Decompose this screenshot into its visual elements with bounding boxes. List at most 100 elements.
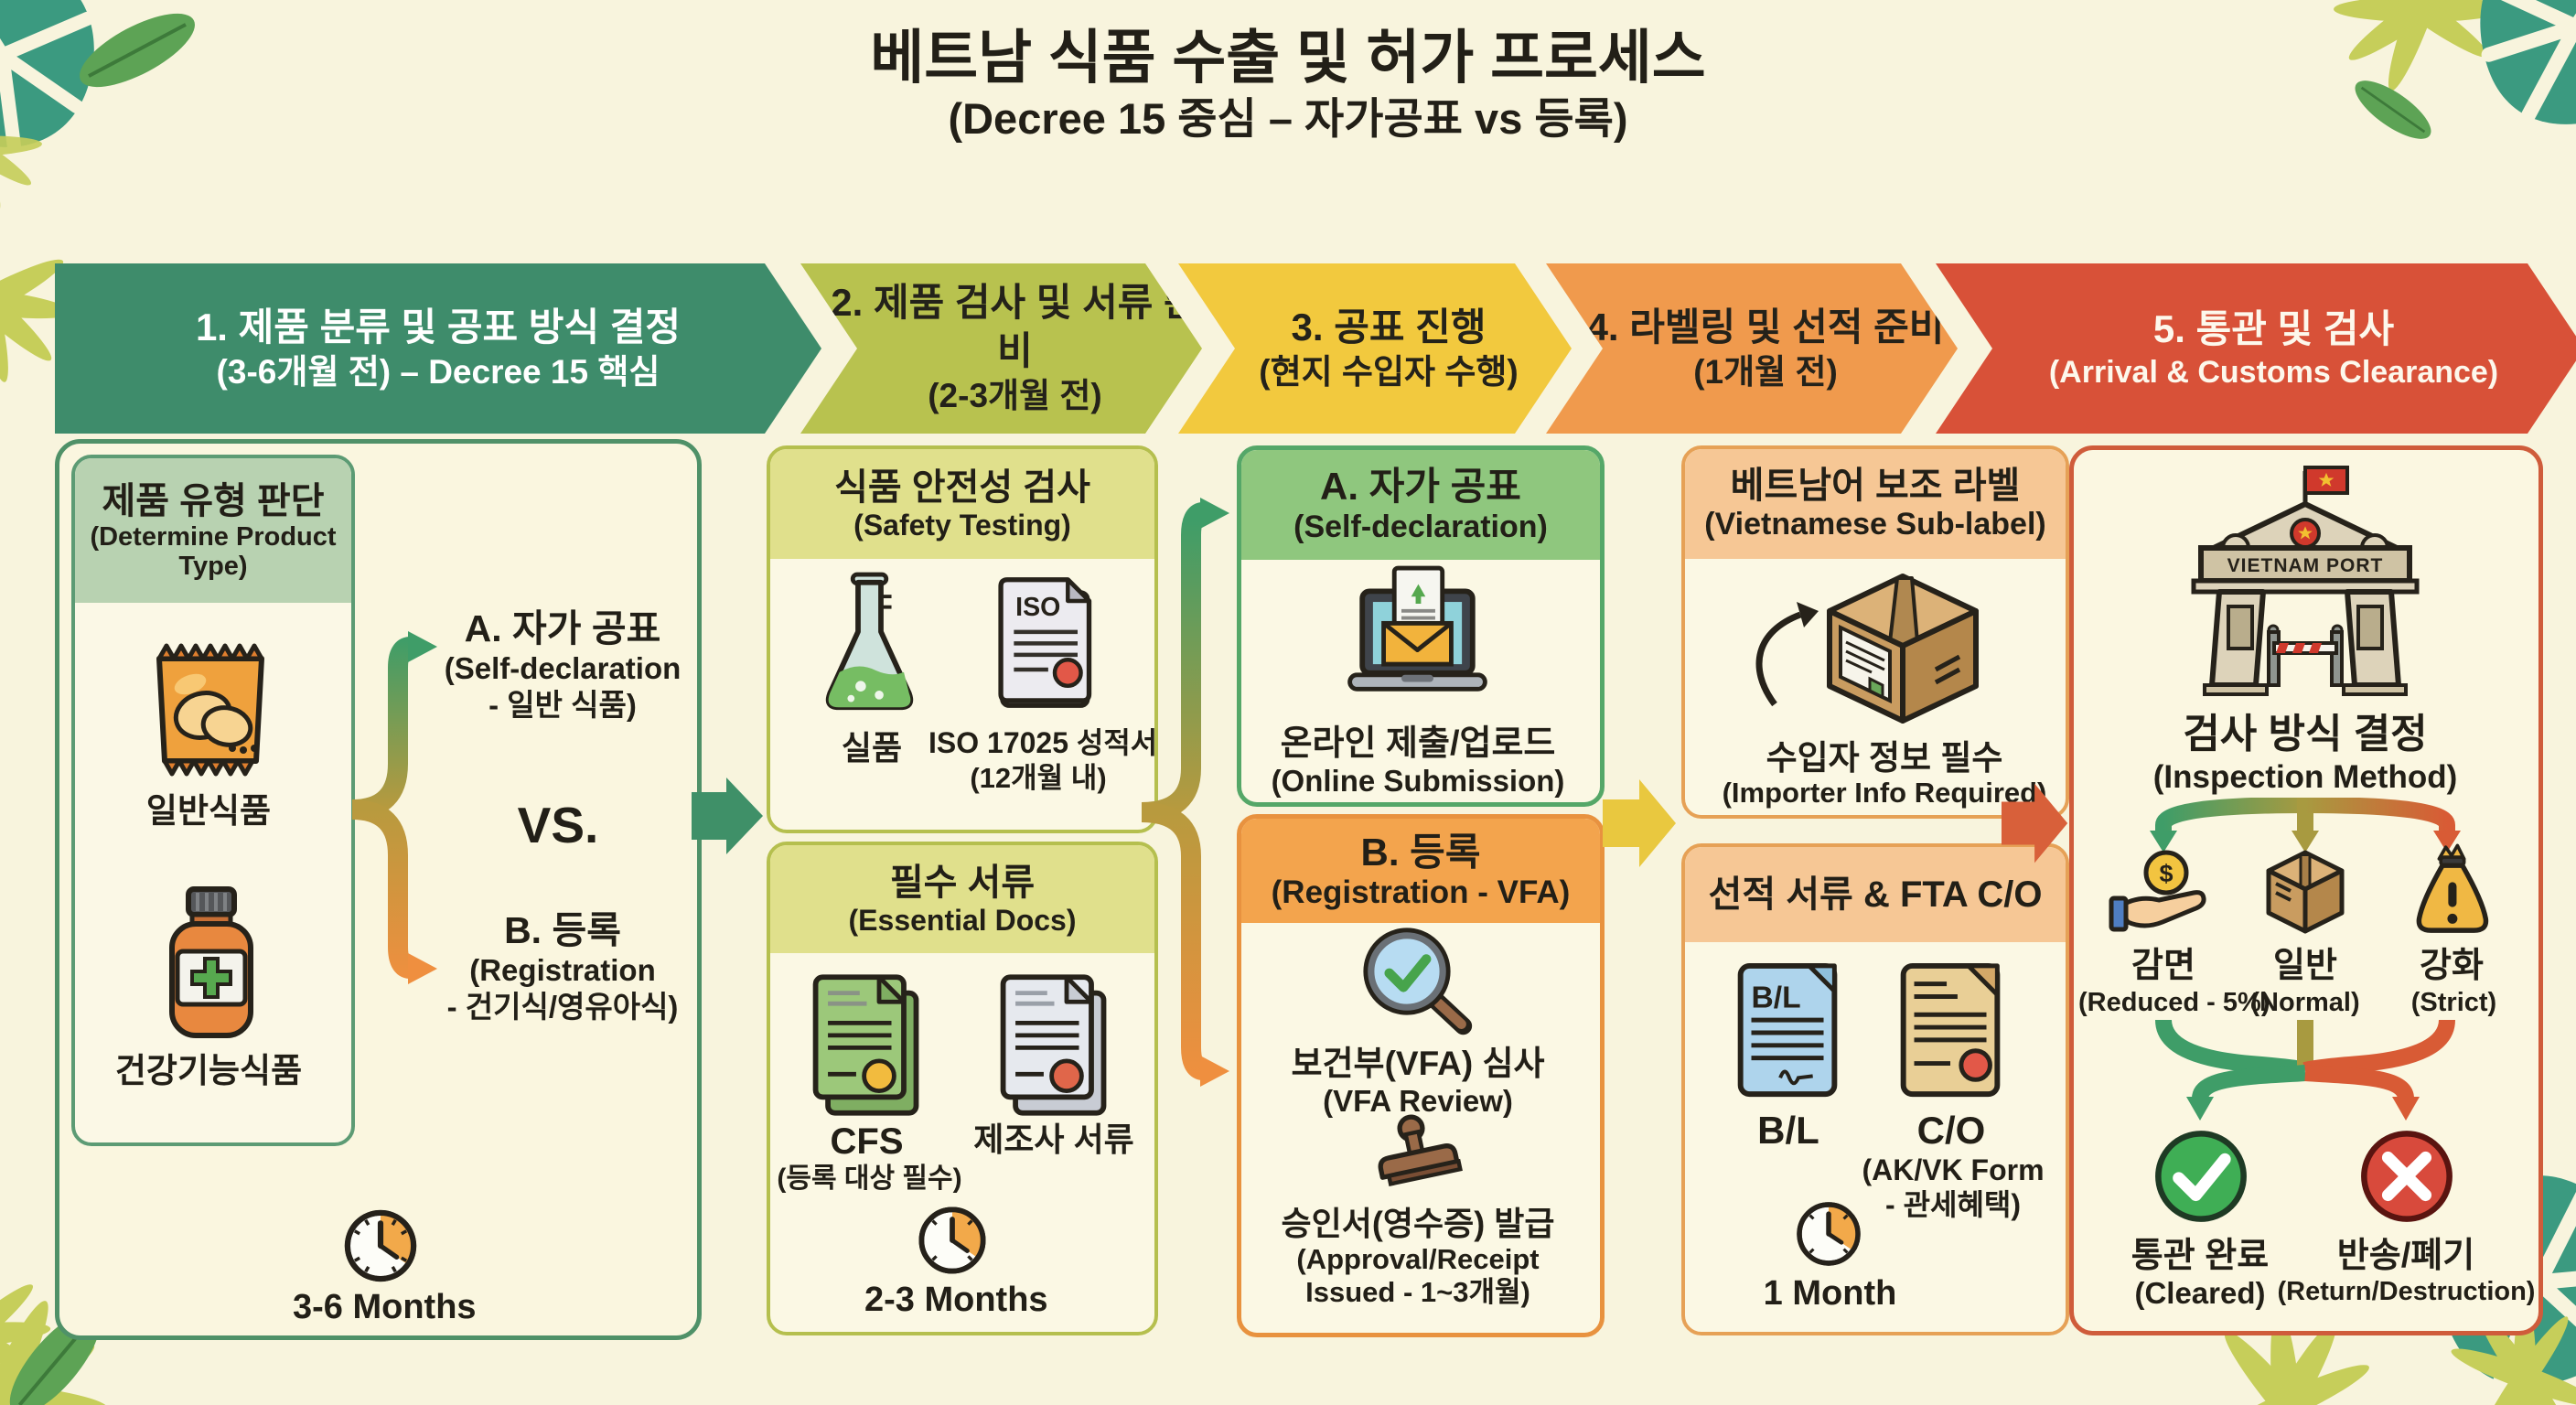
step-1-chevron: 1. 제품 분류 및 공표 방식 결정 (3-6개월 전) – Decree 1… bbox=[55, 263, 821, 434]
iso-doc-text: ISO bbox=[1015, 593, 1060, 622]
step-5-line2: (Arrival & Customs Clearance) bbox=[2048, 355, 2499, 390]
approval-label3: Issued - 1~3개월) bbox=[1305, 1276, 1530, 1308]
step-4-line2: (1개월 전) bbox=[1693, 353, 1838, 391]
supplement-bottle-icon bbox=[169, 886, 253, 1038]
iso-certificate-icon: ISO bbox=[998, 577, 1092, 708]
vfa-review-label2: (VFA Review) bbox=[1323, 1084, 1513, 1118]
sublabel-title: 베트남어 보조 라벨 bbox=[1730, 466, 2021, 507]
manufacturer-doc-label: 제조사 서류 bbox=[973, 1121, 1134, 1158]
approval-label2: (Approval/Receipt bbox=[1296, 1243, 1540, 1275]
laptop-upload-icon bbox=[1347, 565, 1487, 692]
step-2-line2: (2-3개월 전) bbox=[928, 377, 1102, 415]
product-type-title: 제품 유형 판단 bbox=[102, 480, 325, 521]
converge-split-arrows bbox=[2155, 1020, 2455, 1121]
registration-subtitle: (Registration - VFA) bbox=[1271, 874, 1571, 911]
page-subtitle: (Decree 15 중심 – 자가공표 vs 등록) bbox=[948, 94, 1628, 143]
clock-icon-3 bbox=[1797, 1202, 1861, 1266]
importer-info-label2: (Importer Info Required) bbox=[1722, 777, 2047, 809]
step-2-line1: 2. 제품 검사 및 서류 준비 bbox=[831, 281, 1199, 372]
cleared-check-icon bbox=[2155, 1131, 2247, 1222]
step-1-line2: (3-6개월 전) – Decree 15 핵심 bbox=[216, 353, 660, 391]
clock-icon-1 bbox=[344, 1209, 417, 1282]
co-document-icon bbox=[1900, 962, 2001, 1098]
product-type-subtitle: (Determine Product Type) bbox=[90, 521, 337, 581]
magnifier-check-icon bbox=[1363, 928, 1473, 1035]
rejected-x-icon bbox=[2361, 1131, 2453, 1222]
optionA-sub2: - 일반 식품) bbox=[488, 688, 637, 722]
bracket-connector-to-declaration bbox=[1141, 498, 1229, 1087]
health-food-label: 건강기능식품 bbox=[114, 1052, 303, 1089]
inspection-method-title: 검사 방식 결정 bbox=[2183, 712, 2428, 756]
vietnam-port-gate-icon: VIETNAM PORT bbox=[2191, 466, 2420, 696]
online-submission-label2: (Online Submission) bbox=[1271, 764, 1565, 798]
rejected-label: 반송/폐기 bbox=[2336, 1237, 2475, 1275]
clock-icon-2 bbox=[918, 1207, 986, 1274]
reduced-sublabel: (Reduced - 5%) bbox=[2078, 988, 2270, 1017]
duration-2-label: 2-3 Months bbox=[864, 1281, 1048, 1319]
general-food-label: 일반식품 bbox=[145, 792, 272, 830]
strict-label: 강화 bbox=[2420, 947, 2484, 985]
rejected-sublabel: (Return/Destruction) bbox=[2277, 1277, 2536, 1306]
step-2-chevron: 2. 제품 검사 및 서류 준비 (2-3개월 전) bbox=[800, 263, 1202, 434]
reduced-label: 감면 bbox=[2131, 947, 2195, 985]
sublabel-box: 베트남어 보조 라벨 (Vietnamese Sub-label) bbox=[1681, 445, 2069, 819]
step-1-line1: 1. 제품 분류 및 공표 방식 결정 bbox=[195, 305, 682, 349]
optionA-title: A. 자가 공표 bbox=[464, 607, 661, 649]
registration-box: B. 등록 (Registration - VFA) bbox=[1237, 814, 1605, 1337]
shipping-docs-title: 선적 서류 & FTA C/O bbox=[1708, 874, 2043, 915]
step-4-chevron: 4. 라벨링 및 선적 준비 (1개월 전) bbox=[1546, 263, 1958, 434]
sublabel-subtitle: (Vietnamese Sub-label) bbox=[1704, 507, 2046, 542]
vs-label: VS. bbox=[517, 797, 599, 853]
manufacturer-document-icon bbox=[1000, 974, 1107, 1116]
strict-inspection-icon bbox=[2416, 843, 2489, 933]
normal-label: 일반 bbox=[2273, 947, 2337, 985]
step-3-line1: 3. 공표 진행 bbox=[1291, 305, 1487, 349]
product-type-box: 제품 유형 판단 (Determine Product Type) bbox=[71, 455, 355, 1146]
normal-sublabel: (Normal) bbox=[2250, 988, 2360, 1017]
essential-docs-subtitle: (Essential Docs) bbox=[848, 903, 1077, 937]
vfa-review-label: 보건부(VFA) 심사 bbox=[1291, 1045, 1545, 1082]
flask-icon bbox=[825, 572, 914, 711]
duration-1-label: 3-6 Months bbox=[293, 1288, 477, 1326]
co-label: C/O bbox=[1916, 1109, 1986, 1152]
co-label2: (AK/VK Form bbox=[1862, 1153, 2045, 1186]
snack-bag-icon bbox=[156, 643, 264, 777]
approval-label: 승인서(영수증) 발급 bbox=[1281, 1205, 1555, 1242]
arrow-step4-to-step5 bbox=[2002, 783, 2068, 863]
optionB-title: B. 등록 bbox=[504, 909, 621, 951]
arrow-step3-to-step4 bbox=[1603, 779, 1676, 867]
importer-info-label: 수입자 정보 필수 bbox=[1766, 739, 2003, 777]
online-submission-label: 온라인 제출/업로드 bbox=[1280, 724, 1556, 763]
essential-docs-title: 필수 서류 bbox=[889, 862, 1036, 903]
cfs-label2: (등록 대상 필수) bbox=[777, 1164, 962, 1194]
step-4-line1: 4. 라벨링 및 선적 준비 bbox=[1586, 305, 1945, 349]
arrow-step1-to-step2 bbox=[692, 778, 763, 854]
self-declaration-title: A. 자가 공표 bbox=[1320, 465, 1521, 509]
flask-label: 실품 bbox=[841, 729, 903, 767]
safety-testing-box: 식품 안전성 검사 (Safety Testing) bbox=[767, 445, 1158, 833]
iso-label2: (12개월 내) bbox=[970, 762, 1107, 794]
cfs-document-icon bbox=[812, 974, 919, 1116]
step-3-line2: (현지 수입자 수행) bbox=[1259, 353, 1519, 391]
duration-3-label: 1 Month bbox=[1763, 1274, 1897, 1313]
self-declaration-subtitle: (Self-declaration) bbox=[1293, 509, 1548, 544]
step-5-line1: 5. 통관 및 검사 bbox=[2152, 306, 2395, 350]
page-title: 베트남 식품 수출 및 허가 프로세스 bbox=[870, 25, 1706, 91]
labeled-parcel-icon bbox=[1755, 574, 1979, 724]
cleared-label: 통관 완료 bbox=[2131, 1237, 2270, 1275]
bl-label: B/L bbox=[1757, 1109, 1819, 1152]
normal-inspection-icon bbox=[2266, 850, 2345, 934]
iso-label: ISO 17025 성적서 bbox=[928, 726, 1158, 759]
safety-testing-title: 식품 안전성 검사 bbox=[834, 467, 1090, 508]
strict-sublabel: (Strict) bbox=[2410, 988, 2497, 1017]
split-branch-arrows bbox=[351, 631, 437, 984]
approval-stamp-icon bbox=[1378, 1114, 1463, 1186]
cfs-label: CFS bbox=[830, 1121, 904, 1162]
optionA-sub1: (Self-declaration bbox=[444, 651, 682, 685]
port-sign-text: VIETNAM PORT bbox=[2227, 555, 2384, 576]
optionB-sub2: - 건기식/영유아식) bbox=[446, 990, 679, 1024]
safety-testing-subtitle: (Safety Testing) bbox=[853, 508, 1071, 542]
step-3-chevron: 3. 공표 진행 (현지 수입자 수행) bbox=[1178, 263, 1572, 434]
bl-doc-text: B/L bbox=[1752, 981, 1801, 1014]
